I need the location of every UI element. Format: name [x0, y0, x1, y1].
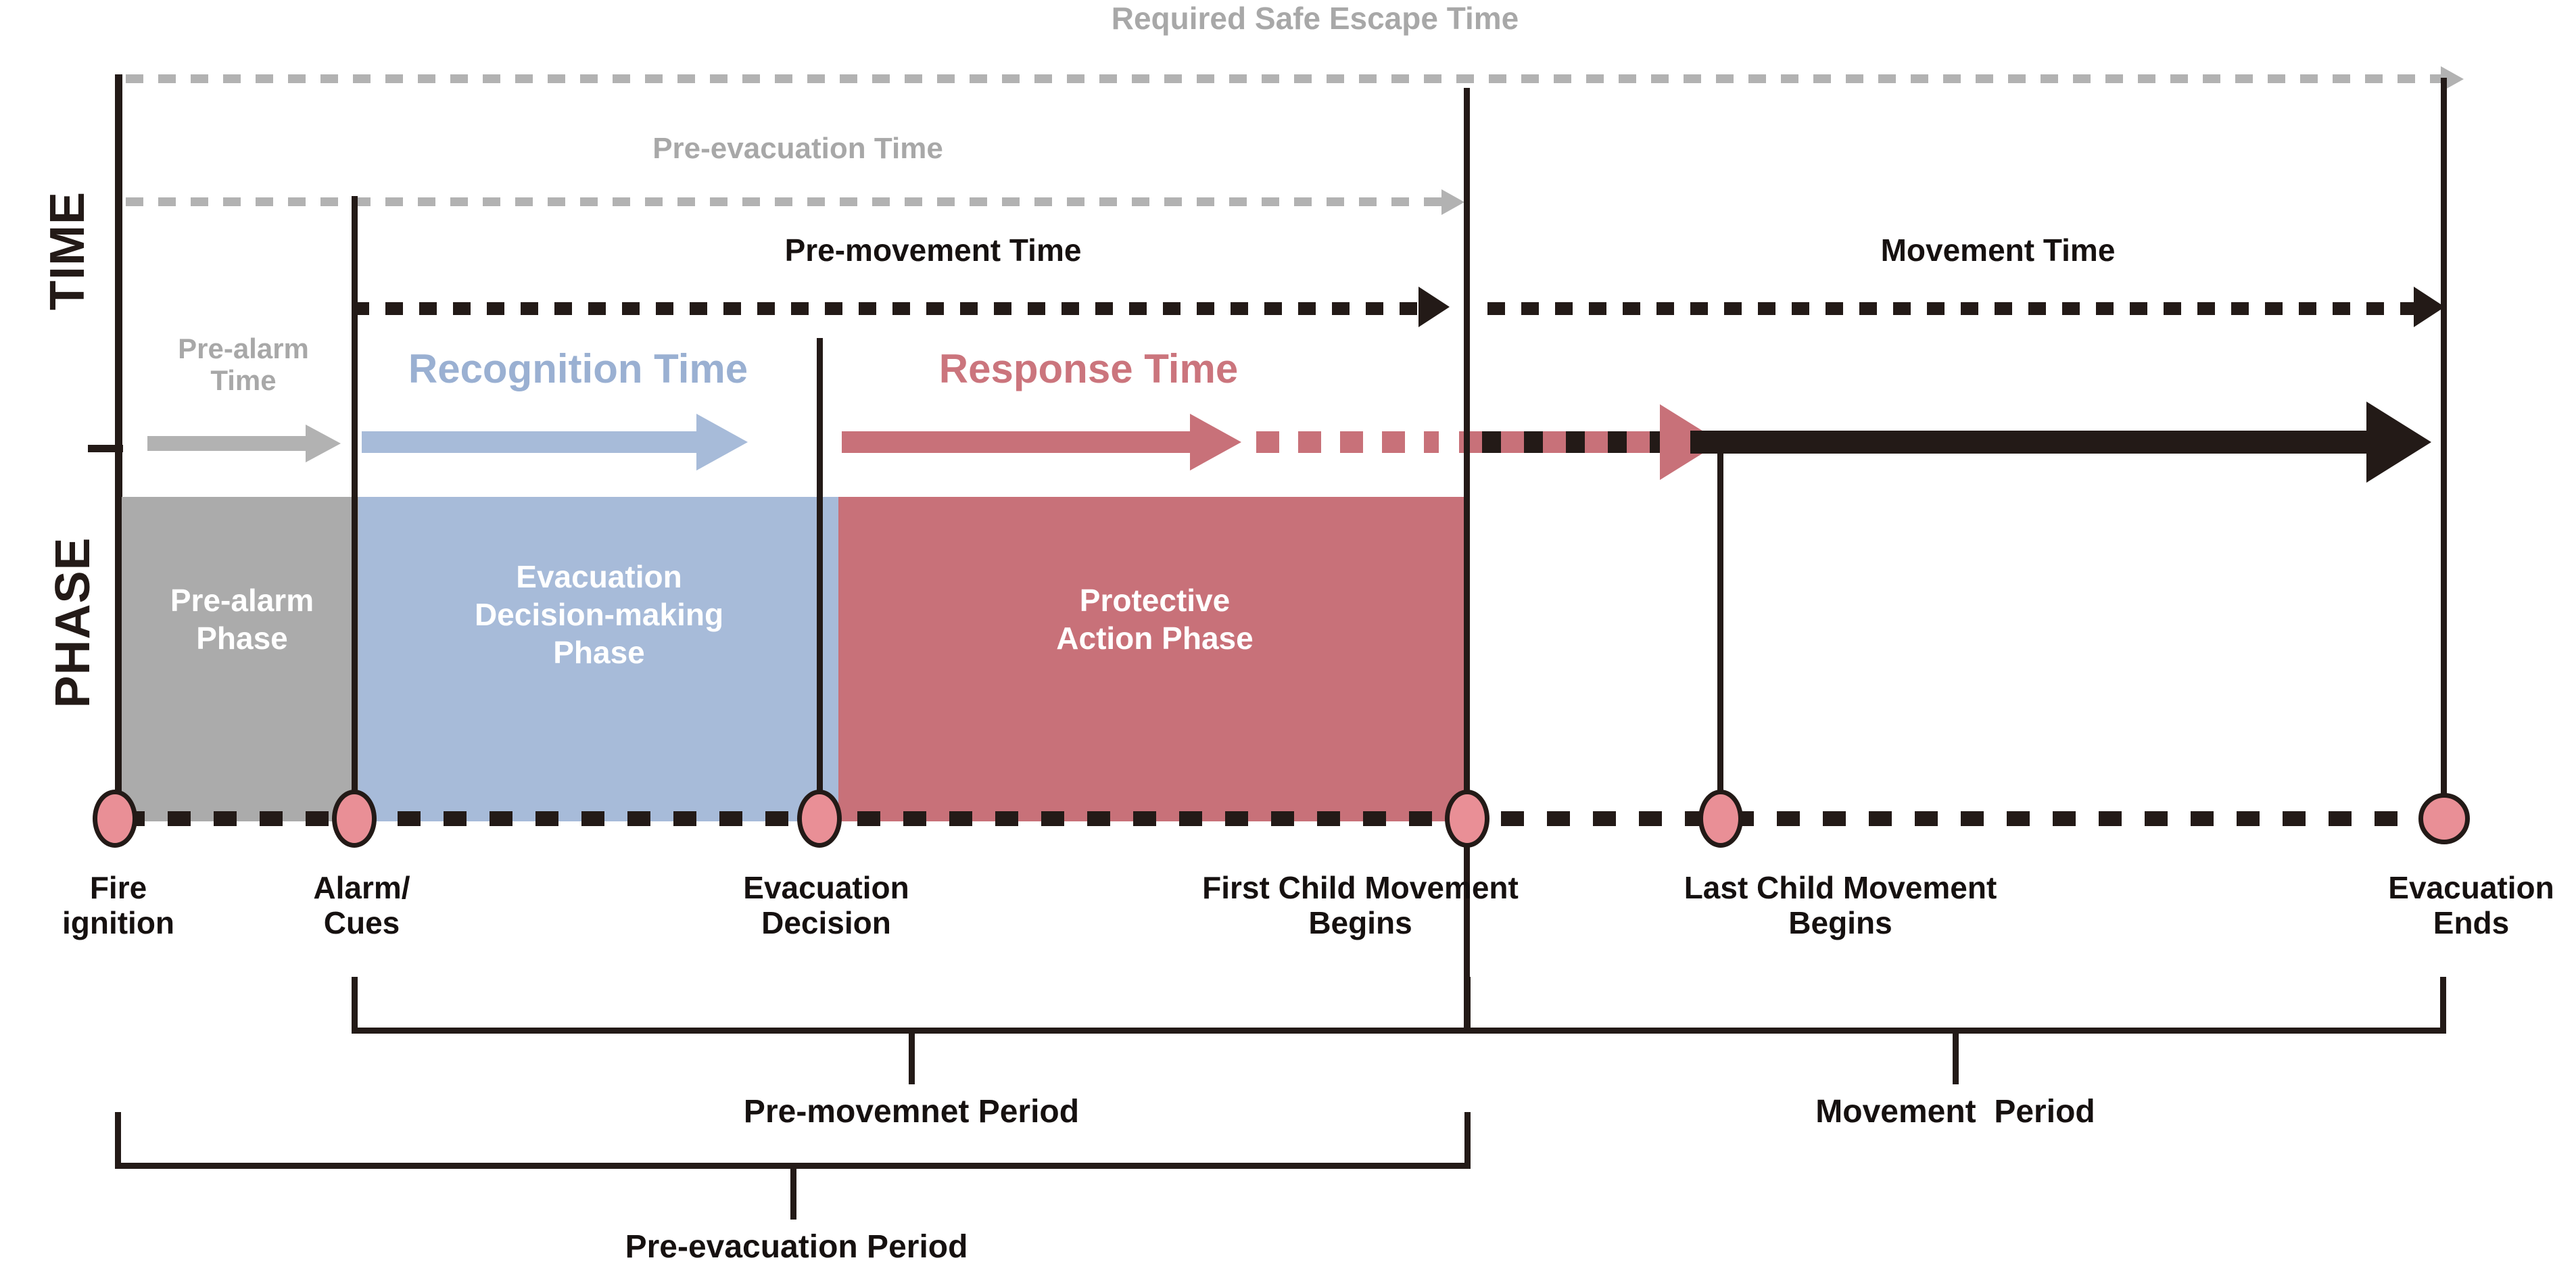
phase-block-decision — [358, 497, 838, 821]
response-time-arrowhead — [1190, 414, 1241, 471]
event-label-first-child-movement: First Child Movement Begins — [1202, 870, 1519, 940]
bracket-tick-right — [2440, 977, 2446, 1034]
event-node-alarm-cues[interactable] — [332, 790, 377, 848]
event-node-evacuation-ends[interactable] — [2418, 793, 2470, 844]
premovement-time-dashed-line — [352, 302, 1437, 315]
bracket-stem — [908, 1028, 915, 1084]
rset-dashed-line — [126, 74, 2445, 83]
recognition-time-label: Recognition Time — [408, 346, 748, 391]
axis-label-phase: PHASE — [46, 537, 100, 708]
diagram-title: Required Safe Escape Time — [1111, 1, 1519, 36]
bracket-tick-left — [352, 977, 358, 1034]
event-node-evacuation-decision[interactable] — [797, 790, 842, 848]
response-time-label: Response Time — [938, 346, 1239, 391]
bracket-stem — [1952, 1028, 1959, 1084]
prealarm-time-label: Pre-alarm Time — [178, 333, 309, 397]
bracket-preevacuation-period — [115, 1112, 1471, 1251]
period-label-preevacuation: Pre-evacuation Period — [625, 1229, 968, 1265]
prealarm-time-arrowhead — [306, 425, 341, 462]
phase-label-decision: Evacuation Decision-making Phase — [474, 559, 724, 671]
event-node-last-child-movement[interactable] — [1698, 790, 1743, 848]
response-time-arrow-shaft — [842, 431, 1193, 453]
premovement-time-arrowhead — [1418, 287, 1450, 327]
bracket-movement-period — [1464, 977, 2446, 1115]
recognition-time-arrowhead — [696, 414, 748, 471]
event-line-evacuation-ends — [2441, 78, 2447, 825]
bracket-tick-left — [115, 1112, 121, 1169]
axis-label-time: TIME — [41, 191, 95, 310]
response-time-dotted-over-black — [1459, 431, 1682, 453]
response-time-dotted-continuation — [1256, 431, 1439, 453]
premovement-time-label: Pre-movement Time — [784, 233, 1082, 268]
period-label-movement: Movement Period — [1815, 1094, 2095, 1130]
event-label-alarm-cues: Alarm/ Cues — [313, 870, 410, 940]
event-line-last-child-movement — [1717, 446, 1723, 825]
travel-time-arrowhead — [2366, 402, 2431, 483]
phase-block-prealarm — [122, 497, 358, 821]
event-label-fire-ignition: Fire ignition — [62, 870, 175, 940]
movement-time-arrowhead — [2414, 287, 2445, 327]
travel-time-arrow-shaft — [1690, 431, 2373, 454]
event-line-first-child-movement — [1464, 88, 1470, 1028]
movement-time-label: Movement Time — [1880, 233, 2116, 268]
phase-block-action — [838, 497, 1467, 821]
phase-label-action: Protective Action Phase — [1056, 583, 1254, 656]
event-line-alarm-cues — [352, 196, 358, 825]
preevacuation-time-label: Pre-evacuation Time — [652, 132, 943, 165]
event-label-last-child-movement: Last Child Movement Begins — [1684, 870, 1997, 940]
period-label-premovement: Pre-movemnet Period — [743, 1094, 1080, 1130]
prealarm-time-arrow-shaft — [147, 436, 310, 451]
event-node-fire-ignition[interactable] — [93, 790, 137, 848]
movement-time-dashed-line — [1487, 302, 2427, 315]
bracket-tick-right — [1464, 1112, 1471, 1169]
preevacuation-time-arrowhead — [1441, 189, 1464, 215]
bracket-stem — [790, 1163, 796, 1220]
event-line-evacuation-decision — [817, 338, 823, 825]
phase-label-prealarm: Pre-alarm Phase — [170, 583, 314, 656]
timeline-baseline — [122, 811, 2448, 826]
axis-tick-mark — [88, 445, 123, 452]
preevacuation-time-dashed-line — [126, 197, 1446, 206]
event-label-evacuation-decision: Evacuation Decision — [743, 870, 909, 940]
bracket-tick-left — [1464, 977, 1470, 1034]
event-label-evacuation-ends: Evacuation Ends — [2388, 870, 2554, 940]
event-node-first-child-movement[interactable] — [1445, 790, 1489, 848]
recognition-time-arrow-shaft — [362, 431, 700, 453]
